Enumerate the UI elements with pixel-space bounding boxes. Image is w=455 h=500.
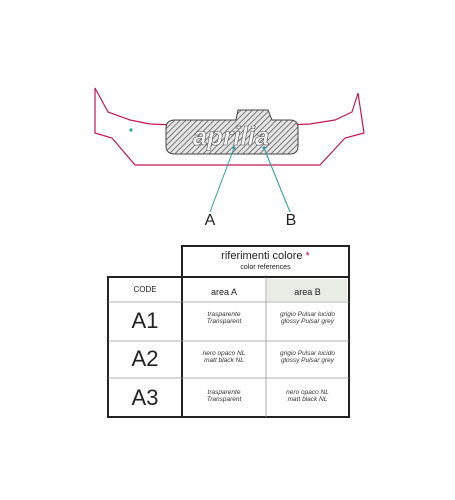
code-a3: A3 [131,385,159,410]
cell-line: trasparente [207,311,241,318]
code-a2: A2 [131,346,159,371]
leader-line-a [209,147,235,213]
area-a-header: area A [210,287,238,297]
cell-line: Transparent [206,396,242,404]
leader-line-b [263,147,291,213]
logo-text: aprilia [193,121,270,151]
cell-line: glossy Pulsar grey [280,357,335,365]
cell-line: matt black NL [204,357,244,365]
cell-line: trasparente [207,389,241,396]
cell-line: Transparent [206,318,242,326]
table-title-text: riferimenti colore [221,250,303,262]
reference-dot [129,128,133,132]
callout-b: B [285,212,297,229]
cell-line: matt black NL [287,396,328,404]
fairing-outline [94,87,365,166]
cell-a2-area-b: grigio Pulsar lucido glossy Pulsar grey [266,350,349,364]
cell-a1-area-b: grigio Pulsar lucido glossy Pulsar grey [266,311,349,325]
code-header: CODE [133,285,157,294]
area-b-header: area B [294,287,321,297]
area-cells [181,276,350,418]
cell-a3-area-a: trasparente Transparent [182,389,266,403]
cell-line: nero opaco NL [202,350,246,357]
table-title: riferimenti colore * [182,250,349,262]
table-subtitle: color references [240,264,291,271]
cell-line: grigio Pulsar lucido [280,311,335,318]
cell-line: nero opaco NL [286,389,329,396]
cell-a3-area-b: nero opaco NL matt black NL [266,389,349,403]
cell-a2-area-a: nero opaco NL matt black NL [182,350,266,364]
code-a1: A1 [131,308,159,333]
callout-a: A [204,212,216,229]
cell-line: grigio Pulsar lucido [280,350,335,357]
cell-line: glossy Pulsar grey [280,318,335,326]
table-title-marker: * [305,250,310,262]
logo-badge [165,109,299,155]
cell-a1-area-a: trasparente Transparent [182,311,266,325]
